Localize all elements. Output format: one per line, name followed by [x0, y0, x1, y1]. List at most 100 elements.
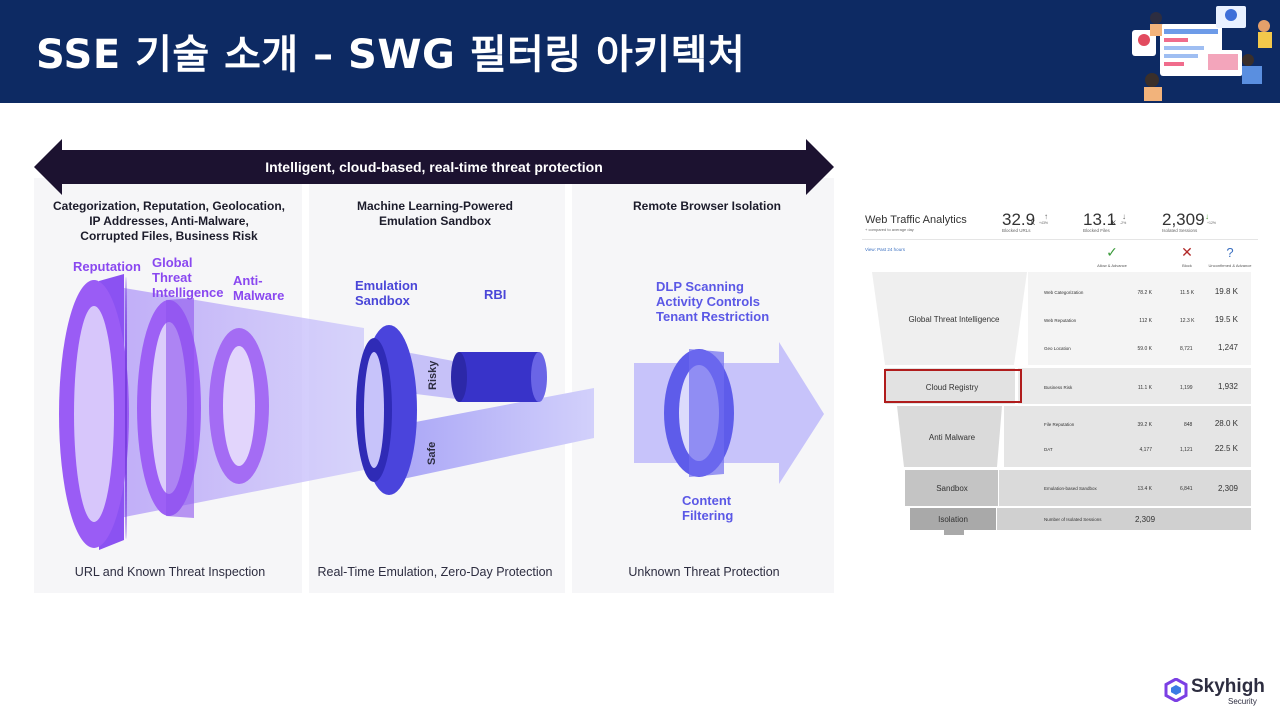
filtering-pipeline-diagram: Intelligent, cloud-based, real-time thre… [34, 139, 834, 593]
stage-gti [872, 272, 1027, 365]
label-global-3: Intelligence [152, 285, 224, 300]
question-icon: ? [1226, 245, 1233, 260]
stage-gti-label: Global Threat Intelligence [908, 315, 1000, 324]
stat-blocked-urls-label: Blocked URLs [1002, 228, 1031, 233]
up-arrow-icon: ↑ [1044, 212, 1048, 221]
row-block: 848 [1184, 422, 1193, 428]
label-sandbox-1: Emulation [355, 278, 418, 293]
stage-isolation-label: Isolation [938, 515, 968, 524]
wta-subtitle: + compared to average day [865, 227, 914, 232]
row-allow: 112 K [1139, 318, 1152, 324]
col1-head-line1: Categorization, Reputation, Geolocation, [53, 199, 285, 213]
stat-blocked-files-label: Blocked Files [1083, 228, 1111, 233]
label-content-1: Content [682, 493, 732, 508]
row-name: Web Reputation [1044, 318, 1077, 323]
col2-head-line1: Machine Learning-Powered [357, 199, 513, 213]
row-name: Geo Location [1044, 346, 1071, 351]
view-filter[interactable]: View: Past 24 hours [865, 247, 906, 252]
stage-sandbox [905, 470, 998, 506]
safe-beam [384, 388, 594, 483]
label-dlp-2: Activity Controls [656, 294, 760, 309]
logo-sub: Security [1228, 697, 1257, 706]
label-anti-2: Malware [233, 288, 284, 303]
row-name: Number of Isolated Sessions [1044, 517, 1102, 522]
stage-anti-malware [897, 406, 1002, 467]
stage-cloud-label: Cloud Registry [926, 383, 978, 392]
slide-title: SSE 기술 소개 – SWG 필터링 아키텍처 [36, 32, 746, 78]
people-illustration [1132, 6, 1272, 101]
row-block: 12.3 K [1180, 318, 1195, 324]
label-reputation: Reputation [73, 259, 141, 274]
stat-isolated-label: Isolated Sessions [1162, 228, 1198, 233]
banner-text: Intelligent, cloud-based, real-time thre… [265, 159, 603, 175]
stat-blocked-files-value: 13.1 [1083, 210, 1116, 229]
col-block: Block [1182, 263, 1192, 268]
row-name: Business Risk [1044, 385, 1073, 390]
row-allow: 39.2 K [1138, 422, 1153, 428]
label-dlp-3: Tenant Restriction [656, 309, 769, 324]
row-name: File Reputation [1044, 422, 1075, 427]
stat-isolated-value: 2,309 [1162, 210, 1205, 229]
row-block: 6,841 [1180, 486, 1193, 492]
row-block: 11.5 K [1180, 290, 1195, 296]
stat-blocked-files-unit: K [1112, 221, 1116, 227]
row-allow: 4,177 [1139, 447, 1152, 453]
stage-cloud-registry [885, 368, 1015, 404]
col1-foot: URL and Known Threat Inspection [75, 565, 265, 579]
row-block: 1,199 [1180, 385, 1193, 391]
stage-isolation [910, 508, 996, 530]
stage-anti-malware-label: Anti Malware [929, 433, 976, 442]
down-arrow-green-icon: ↓ [1205, 212, 1209, 221]
label-safe: Safe [426, 442, 438, 465]
stage-sandbox-label: Sandbox [936, 484, 968, 493]
row-total: 1,932 [1218, 382, 1239, 391]
row-name: DAT [1044, 447, 1053, 452]
label-content-2: Filtering [682, 508, 733, 523]
row-allow: 78.2 K [1138, 290, 1153, 296]
web-traffic-analytics-panel: Web Traffic Analytics + compared to aver… [862, 205, 1258, 540]
col1-head-line3: Corrupted Files, Business Risk [80, 229, 258, 243]
wta-title: Web Traffic Analytics [865, 214, 967, 226]
check-icon: ✓ [1106, 244, 1118, 260]
row-total: 1,247 [1218, 343, 1239, 352]
stat-isolated-change: +12% [1207, 221, 1216, 225]
row-total: 28.0 K [1215, 419, 1239, 428]
col1-head-line2: IP Addresses, Anti-Malware, [89, 214, 249, 228]
stat-blocked-files-change: -2% [1120, 221, 1126, 225]
col-allow: Allow & Advance [1097, 263, 1128, 268]
row-block: 8,721 [1180, 346, 1193, 352]
label-global-1: Global [152, 255, 192, 270]
cloud-registry-highlight [884, 369, 1022, 403]
banner-arrow [34, 139, 834, 195]
col-unconfirmed: Unconfirmed & Advance [1209, 263, 1253, 268]
row-allow: 59.0 K [1138, 346, 1153, 352]
row-name: Emulation-based Sandbox [1044, 486, 1098, 491]
label-risky: Risky [427, 360, 439, 390]
down-arrow-icon: ↓ [1122, 212, 1126, 221]
row-total: 2,309 [1218, 484, 1239, 493]
label-global-2: Threat [152, 270, 192, 285]
label-dlp-1: DLP Scanning [656, 279, 744, 294]
col2-foot: Real-Time Emulation, Zero-Day Protection [317, 565, 552, 579]
skyhigh-logo: Skyhigh Security [1164, 676, 1265, 708]
row-allow: 11.1 K [1138, 385, 1153, 391]
stat-blocked-urls-value: 32.9 [1002, 210, 1035, 229]
row-name: Web Categorization [1044, 290, 1084, 295]
logo-name: Skyhigh [1191, 676, 1265, 697]
row-total: 19.5 K [1215, 315, 1239, 324]
skyhigh-hex-icon [1164, 678, 1188, 702]
row-allow: 2,309 [1135, 515, 1156, 524]
stat-blocked-urls-unit: K [1031, 221, 1035, 227]
slide-header: SSE 기술 소개 – SWG 필터링 아키텍처 [0, 0, 1280, 103]
stat-blocked-urls-change: +43% [1039, 221, 1048, 225]
col2-head-line2: Emulation Sandbox [379, 214, 491, 228]
col3-head: Remote Browser Isolation [633, 199, 781, 213]
label-rbi: RBI [484, 287, 506, 302]
col3-foot: Unknown Threat Protection [628, 565, 779, 579]
close-icon: ✕ [1181, 244, 1193, 260]
label-anti-1: Anti- [233, 273, 263, 288]
row-allow: 13.4 K [1138, 486, 1153, 492]
row-block: 1,121 [1180, 447, 1193, 453]
row-total: 19.8 K [1215, 287, 1239, 296]
row-total: 22.5 K [1215, 444, 1239, 453]
